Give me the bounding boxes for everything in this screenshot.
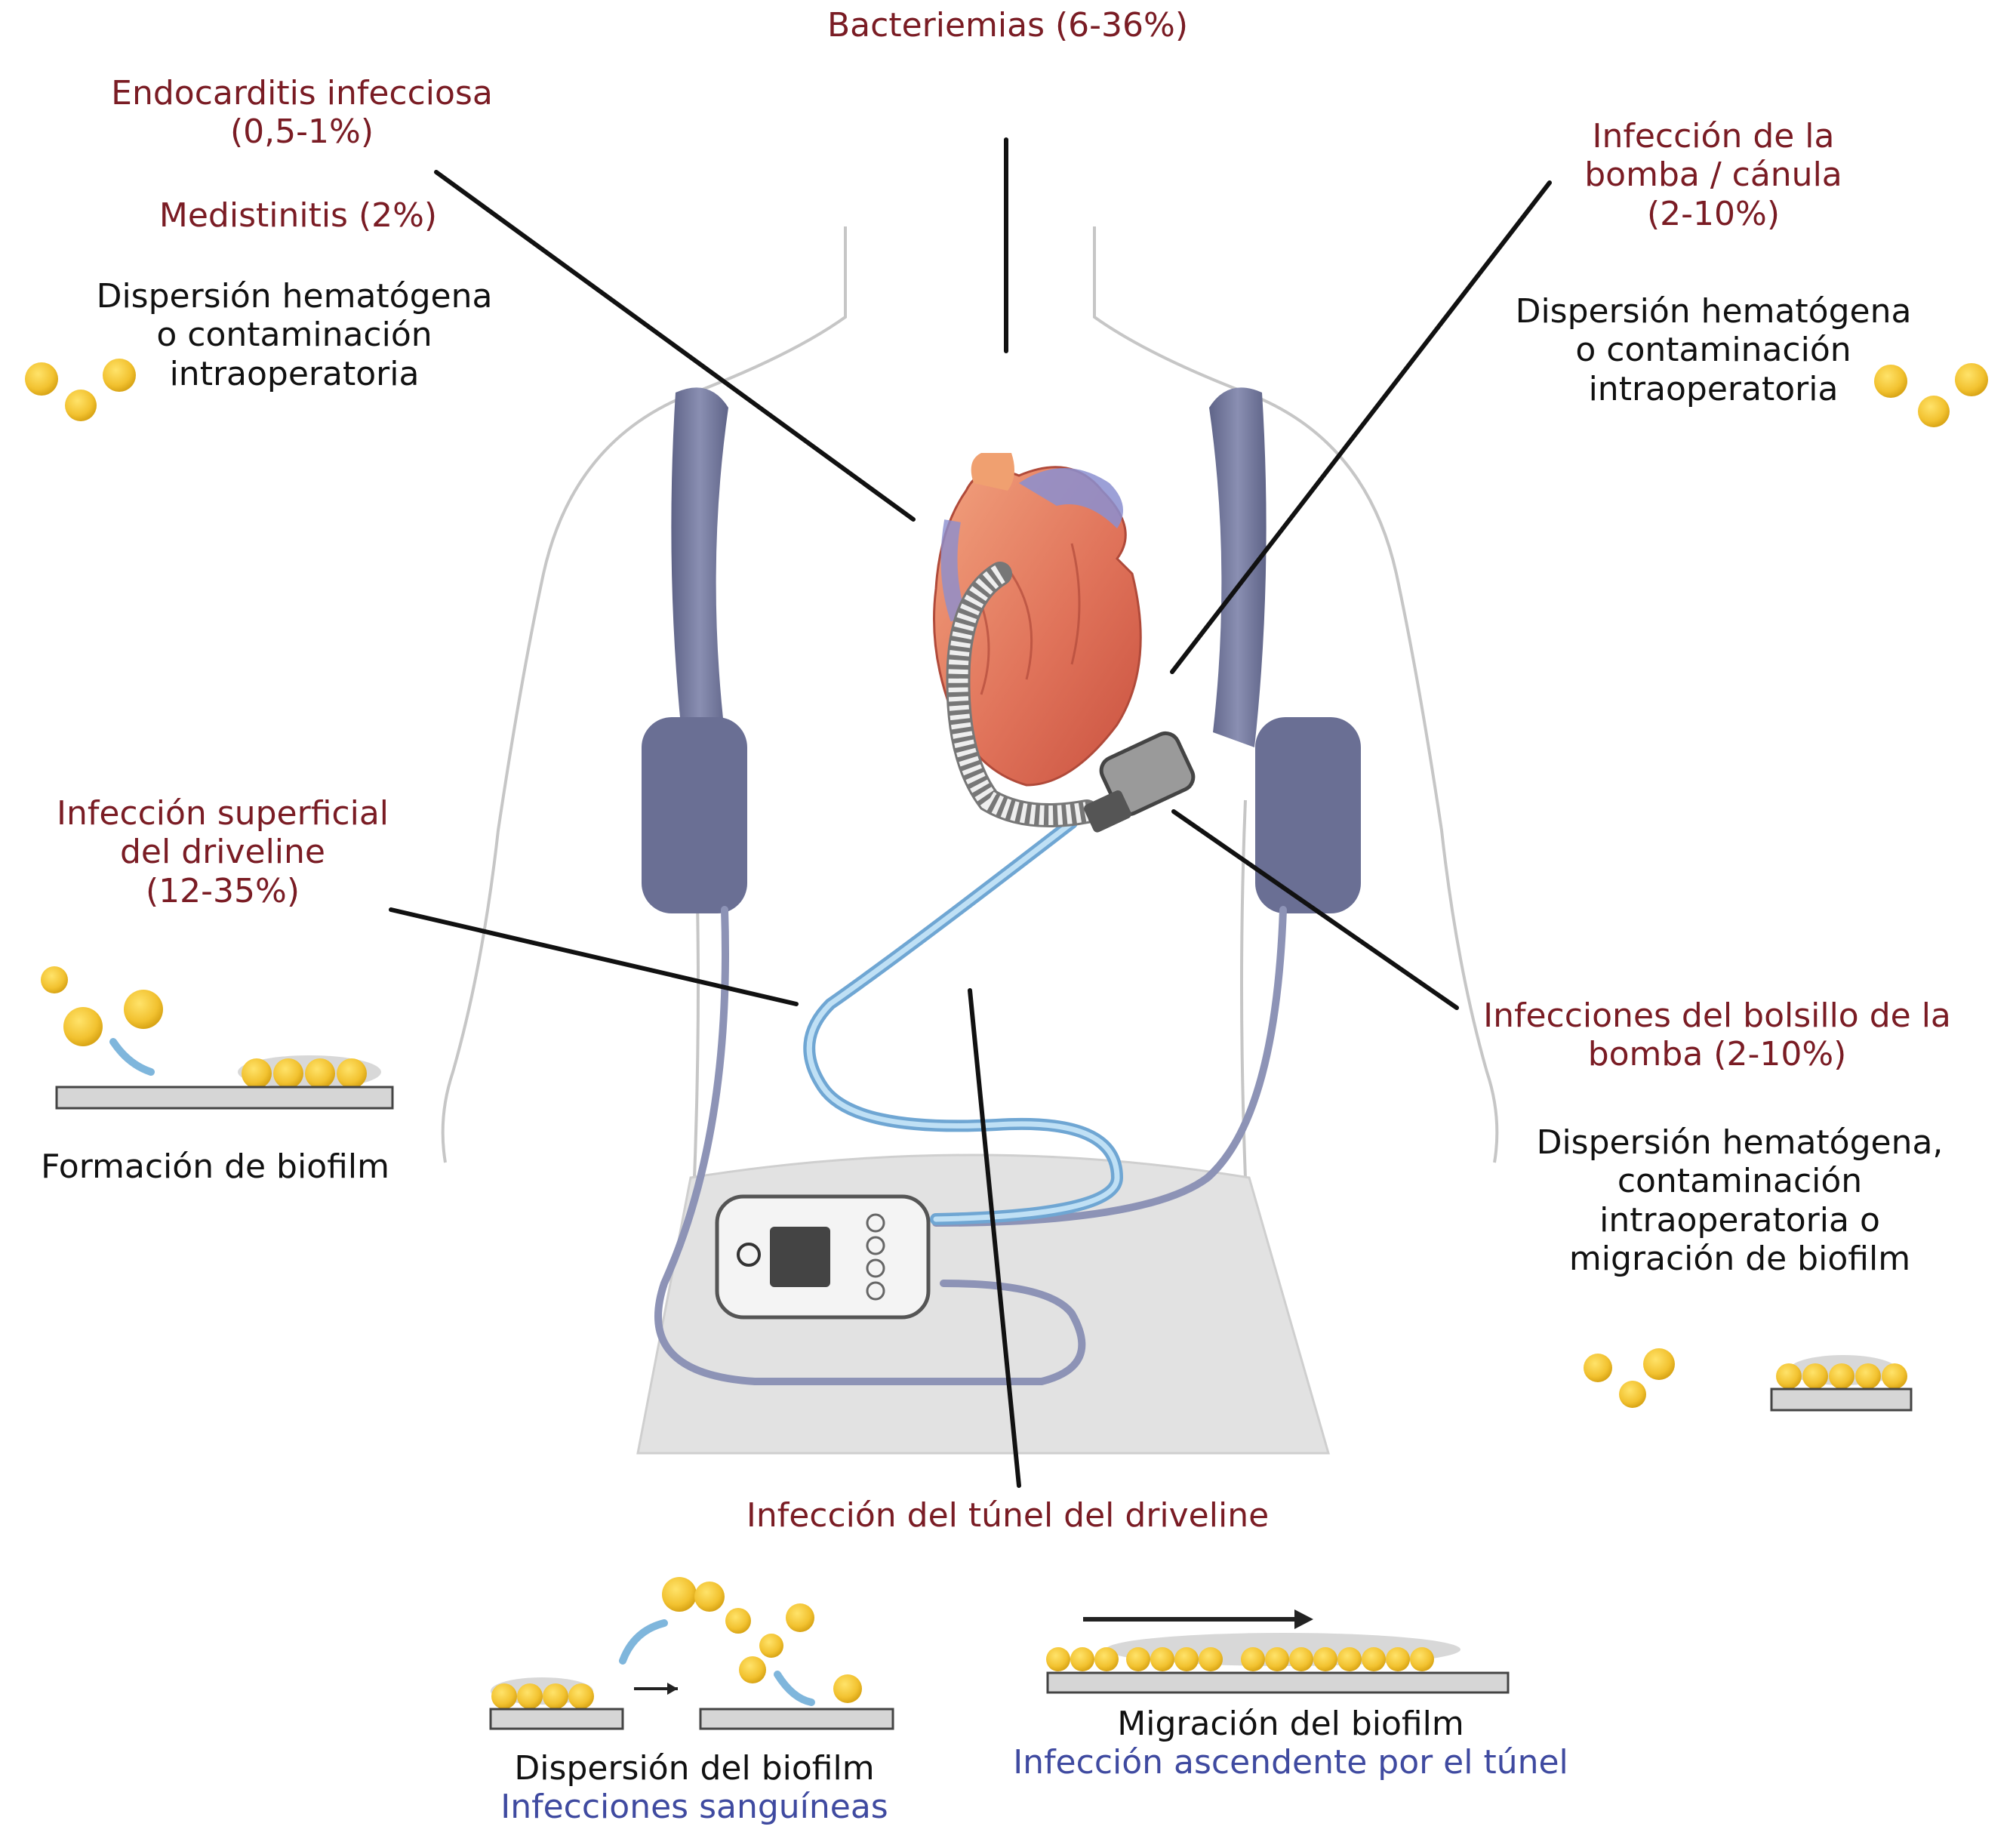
left-battery-pack: [642, 717, 747, 913]
dispersion-line-1: Dispersión del biofilm: [514, 1749, 875, 1788]
pocket-mechanism-line-3: intraoperatoria o: [1599, 1200, 1880, 1240]
bacteria-cluster-left: [25, 359, 136, 421]
endocarditis-line-1: Endocarditis infecciosa: [111, 74, 493, 112]
pocket-line-2: bomba (2-10%): [1587, 1035, 1847, 1074]
left-mechanism-line-2: o contaminación: [156, 316, 432, 355]
superficial-line-1: Infección superficial: [56, 794, 389, 833]
right-mechanism-line-1: Dispersión hematógena: [1515, 292, 1912, 331]
left-mechanism-line-1: Dispersión hematógena: [96, 277, 493, 316]
right-battery-pack: [1255, 717, 1361, 913]
driveline: [803, 817, 1124, 1225]
label-bacteremia: Bacteriemias (6-36%): [826, 6, 1188, 45]
right-mechanism-line-3: intraoperatoria: [1588, 369, 1839, 408]
pocket-biofilm-graphic: [1584, 1348, 1913, 1412]
pocket-mechanism-line-2: contaminación: [1617, 1162, 1863, 1201]
dispersion-line-2: Infecciones sanguíneas: [500, 1788, 888, 1827]
superficial-line-2: del driveline: [120, 833, 325, 872]
controller: [715, 1194, 931, 1320]
right-mechanism-text: Dispersión hematógena o contaminación in…: [1494, 292, 1932, 408]
pocket-mechanism-text: Dispersión hematógena, contaminación int…: [1517, 1123, 1962, 1279]
endocarditis-line-2: (0,5-1%): [230, 112, 374, 152]
migration-line-1: Migración del biofilm: [1117, 1705, 1464, 1743]
label-endocarditis: Endocarditis infecciosa (0,5-1%): [75, 74, 528, 152]
biofilm-formation-graphic: [41, 966, 394, 1110]
label-pump-infection: Infección de la bomba / cánula (2-10%): [1532, 117, 1894, 233]
biofilm-dispersion-graphic: [489, 1577, 894, 1730]
leader-lines: [389, 137, 1552, 1488]
heart: [933, 453, 1142, 787]
lvad-pump: [1084, 731, 1196, 833]
left-harness-strap: [671, 387, 728, 747]
label-mediastinitis: Medistinitis (2%): [159, 196, 438, 235]
left-mechanism-text: Dispersión hematógena o contaminación in…: [68, 277, 521, 393]
right-harness-strap: [1209, 387, 1267, 747]
superficial-line-3: (12-35%): [146, 871, 300, 910]
label-superficial-driveline: Infección superficial del driveline (12-…: [30, 794, 415, 910]
biofilm-migration-graphic: [1046, 1609, 1510, 1694]
battery-cables: [654, 906, 1287, 1385]
left-mechanism-line-3: intraoperatoria: [169, 354, 420, 393]
pump-infection-line-1: Infección de la: [1592, 117, 1835, 156]
label-driveline-tunnel: Infección del túnel del driveline: [746, 1496, 1270, 1535]
label-pump-pocket: Infecciones del bolsillo de la bomba (2-…: [1468, 996, 1966, 1074]
migration-line-2: Infección ascendente por el túnel: [1013, 1743, 1568, 1782]
label-biofilm-formation: Formación de biofilm: [41, 1147, 389, 1186]
pocket-mechanism-line-1: Dispersión hematógena,: [1536, 1123, 1944, 1162]
outflow-graft-ribs: [948, 565, 1089, 825]
bacteria-cluster-right: [1874, 363, 1988, 427]
label-biofilm-dispersion: Dispersión del biofilm Infecciones sangu…: [468, 1749, 921, 1827]
pocket-mechanism-line-4: migración de biofilm: [1568, 1240, 1911, 1279]
label-biofilm-migration: Migración del biofilm Infección ascenden…: [989, 1705, 1593, 1782]
pump-infection-line-2: bomba / cánula: [1584, 156, 1842, 195]
pocket-line-1: Infecciones del bolsillo de la: [1483, 996, 1951, 1035]
right-mechanism-line-2: o contaminación: [1575, 331, 1851, 370]
pump-infection-line-3: (2-10%): [1647, 194, 1780, 233]
